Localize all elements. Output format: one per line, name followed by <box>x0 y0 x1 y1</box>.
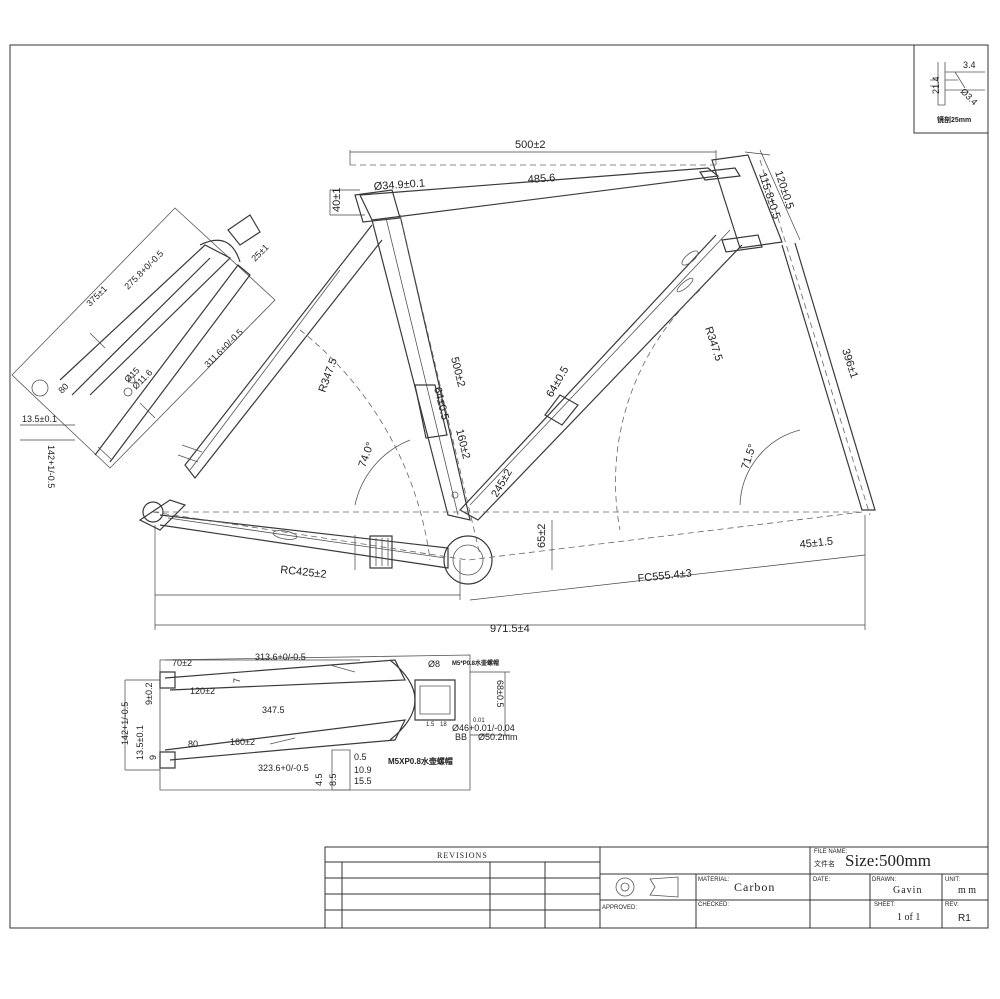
cs-offset-a: 70±2 <box>172 658 192 668</box>
dim-head-angle: 71.5° <box>739 443 758 471</box>
geometry-guides <box>152 159 871 561</box>
tb-unit-label: UNIT: <box>945 877 960 883</box>
cs-axle-spacing: 142+1/-0.5 <box>120 702 130 745</box>
cs-small-a: 18 <box>440 722 447 728</box>
ss-length-outer: 311.6+0/-0.5 <box>202 327 245 370</box>
ss-top-width: 25±1 <box>249 242 270 263</box>
cs-offset-b: 120±2 <box>190 686 215 696</box>
dim-seat-clamp: Ø34.9±0.1 <box>373 177 425 193</box>
cs-bb-label: BB <box>455 732 467 742</box>
tb-unit: m m <box>958 885 976 896</box>
dim-seat-top: 40±1 <box>331 188 343 212</box>
tb-date-label: DATE: <box>813 877 831 883</box>
ss-length-total: 375±1 <box>84 284 109 309</box>
detail-caption: 镜剖25mm <box>937 115 971 124</box>
tb-rev: R1 <box>958 913 971 924</box>
chainstay-view <box>124 654 510 791</box>
dim-radius-front: R347.5 <box>702 325 724 362</box>
tb-material: Carbon <box>734 880 775 894</box>
cs-offset-c: 80 <box>188 739 198 749</box>
detail-dim-2: 21.4 <box>931 76 941 94</box>
dim-radius-rear: R347.5 <box>317 357 340 394</box>
detail-inset: 3.4 21.4 Ø3.4 镜剖25mm <box>913 44 989 134</box>
ss-axle-spacing: 142+1/-0.5 <box>46 445 56 488</box>
tb-material-label: MATERIAL: <box>698 877 730 883</box>
cs-slot-width-a: 4.5 <box>314 773 324 786</box>
dim-down-tube: 245±2 <box>489 467 515 499</box>
frame-side-view <box>138 154 876 585</box>
ss-dropout-width: 13.5±0.1 <box>22 414 57 424</box>
tb-checked-label: CHECKED: <box>698 902 729 908</box>
main-dimension-lines <box>154 149 866 630</box>
cs-slot-gap: 0.5 <box>354 752 367 762</box>
cs-dropout-width: 13.5±0.1 <box>135 725 145 760</box>
dim-seat-angle: 74.0° <box>357 441 377 469</box>
cs-length-mid: 347.5 <box>262 705 285 715</box>
cs-length-upper: 313.6+0/-0.5 <box>255 652 306 662</box>
tb-drawn-label: DRAWN: <box>872 877 896 883</box>
tb-drawn: Gavin <box>893 885 922 896</box>
tb-approved-label: APPROVED: <box>602 905 637 911</box>
cs-bolt-top: M5*P0.8水壶螺帽 <box>452 659 499 667</box>
cs-bb-inner: Ø46+0.01/-0.04 <box>452 723 515 733</box>
dim-seat-mid: 160±2 <box>453 428 472 461</box>
cs-slot-len-a: 10.9 <box>354 765 372 775</box>
seatstay-view <box>11 207 276 469</box>
tb-revisions-label: REVISIONS <box>437 851 488 860</box>
tb-size: Size:500mm <box>845 851 931 870</box>
dim-stack: 396±1 <box>839 347 860 380</box>
ss-dropout-offset: 80 <box>56 381 70 395</box>
cs-bb-dia: Ø50.2mm <box>478 732 518 742</box>
dim-chainstay: RC425±2 <box>280 564 327 581</box>
cs-bb-small: Ø8 <box>428 659 440 669</box>
cs-offset-d: 160±2 <box>230 737 255 747</box>
cs-small-b: 1.5 <box>426 722 435 728</box>
detail-dim-3: Ø3.4 <box>959 86 980 107</box>
cs-width-b: 7 <box>232 678 242 683</box>
cs-slot-width-b: 8.5 <box>328 773 338 786</box>
tb-rev-label: REV: <box>945 902 959 908</box>
dim-wheelbase: 971.5±4 <box>490 623 530 635</box>
dim-fork-offset: 45±1.5 <box>799 536 834 551</box>
cs-bb-width: 68±0.5 <box>495 680 505 707</box>
bottom-bracket-shell <box>443 535 493 585</box>
dim-bb-drop: 65±2 <box>536 524 548 548</box>
detail-dim-1: 3.4 <box>963 60 976 70</box>
dim-top-tube-effective: 500±2 <box>515 139 546 151</box>
cs-small-c: 0.01 <box>473 718 485 724</box>
dim-top-tube-actual: 485.6 <box>527 172 555 186</box>
cs-slot-len-b: 15.5 <box>354 776 372 786</box>
tb-sheet-label: SHEET: <box>874 902 895 908</box>
cs-length-lower: 323.6+0/-0.5 <box>258 763 309 773</box>
title-block <box>324 846 989 929</box>
dim-seat-tube-length: 500±2 <box>448 356 467 389</box>
cs-width-c: 9 <box>148 755 158 760</box>
tb-file-name-cn: 文件名 <box>814 859 835 868</box>
tb-file-name-label: FILE NAME: <box>814 849 848 855</box>
tb-sheet: 1 of 1 <box>897 912 920 923</box>
cs-bolt-bottom: M5XP0.8水壶螺帽 <box>388 756 453 766</box>
dim-front-center: FC555.4±3 <box>637 567 692 585</box>
cs-width-a: 9±0.2 <box>144 683 154 705</box>
